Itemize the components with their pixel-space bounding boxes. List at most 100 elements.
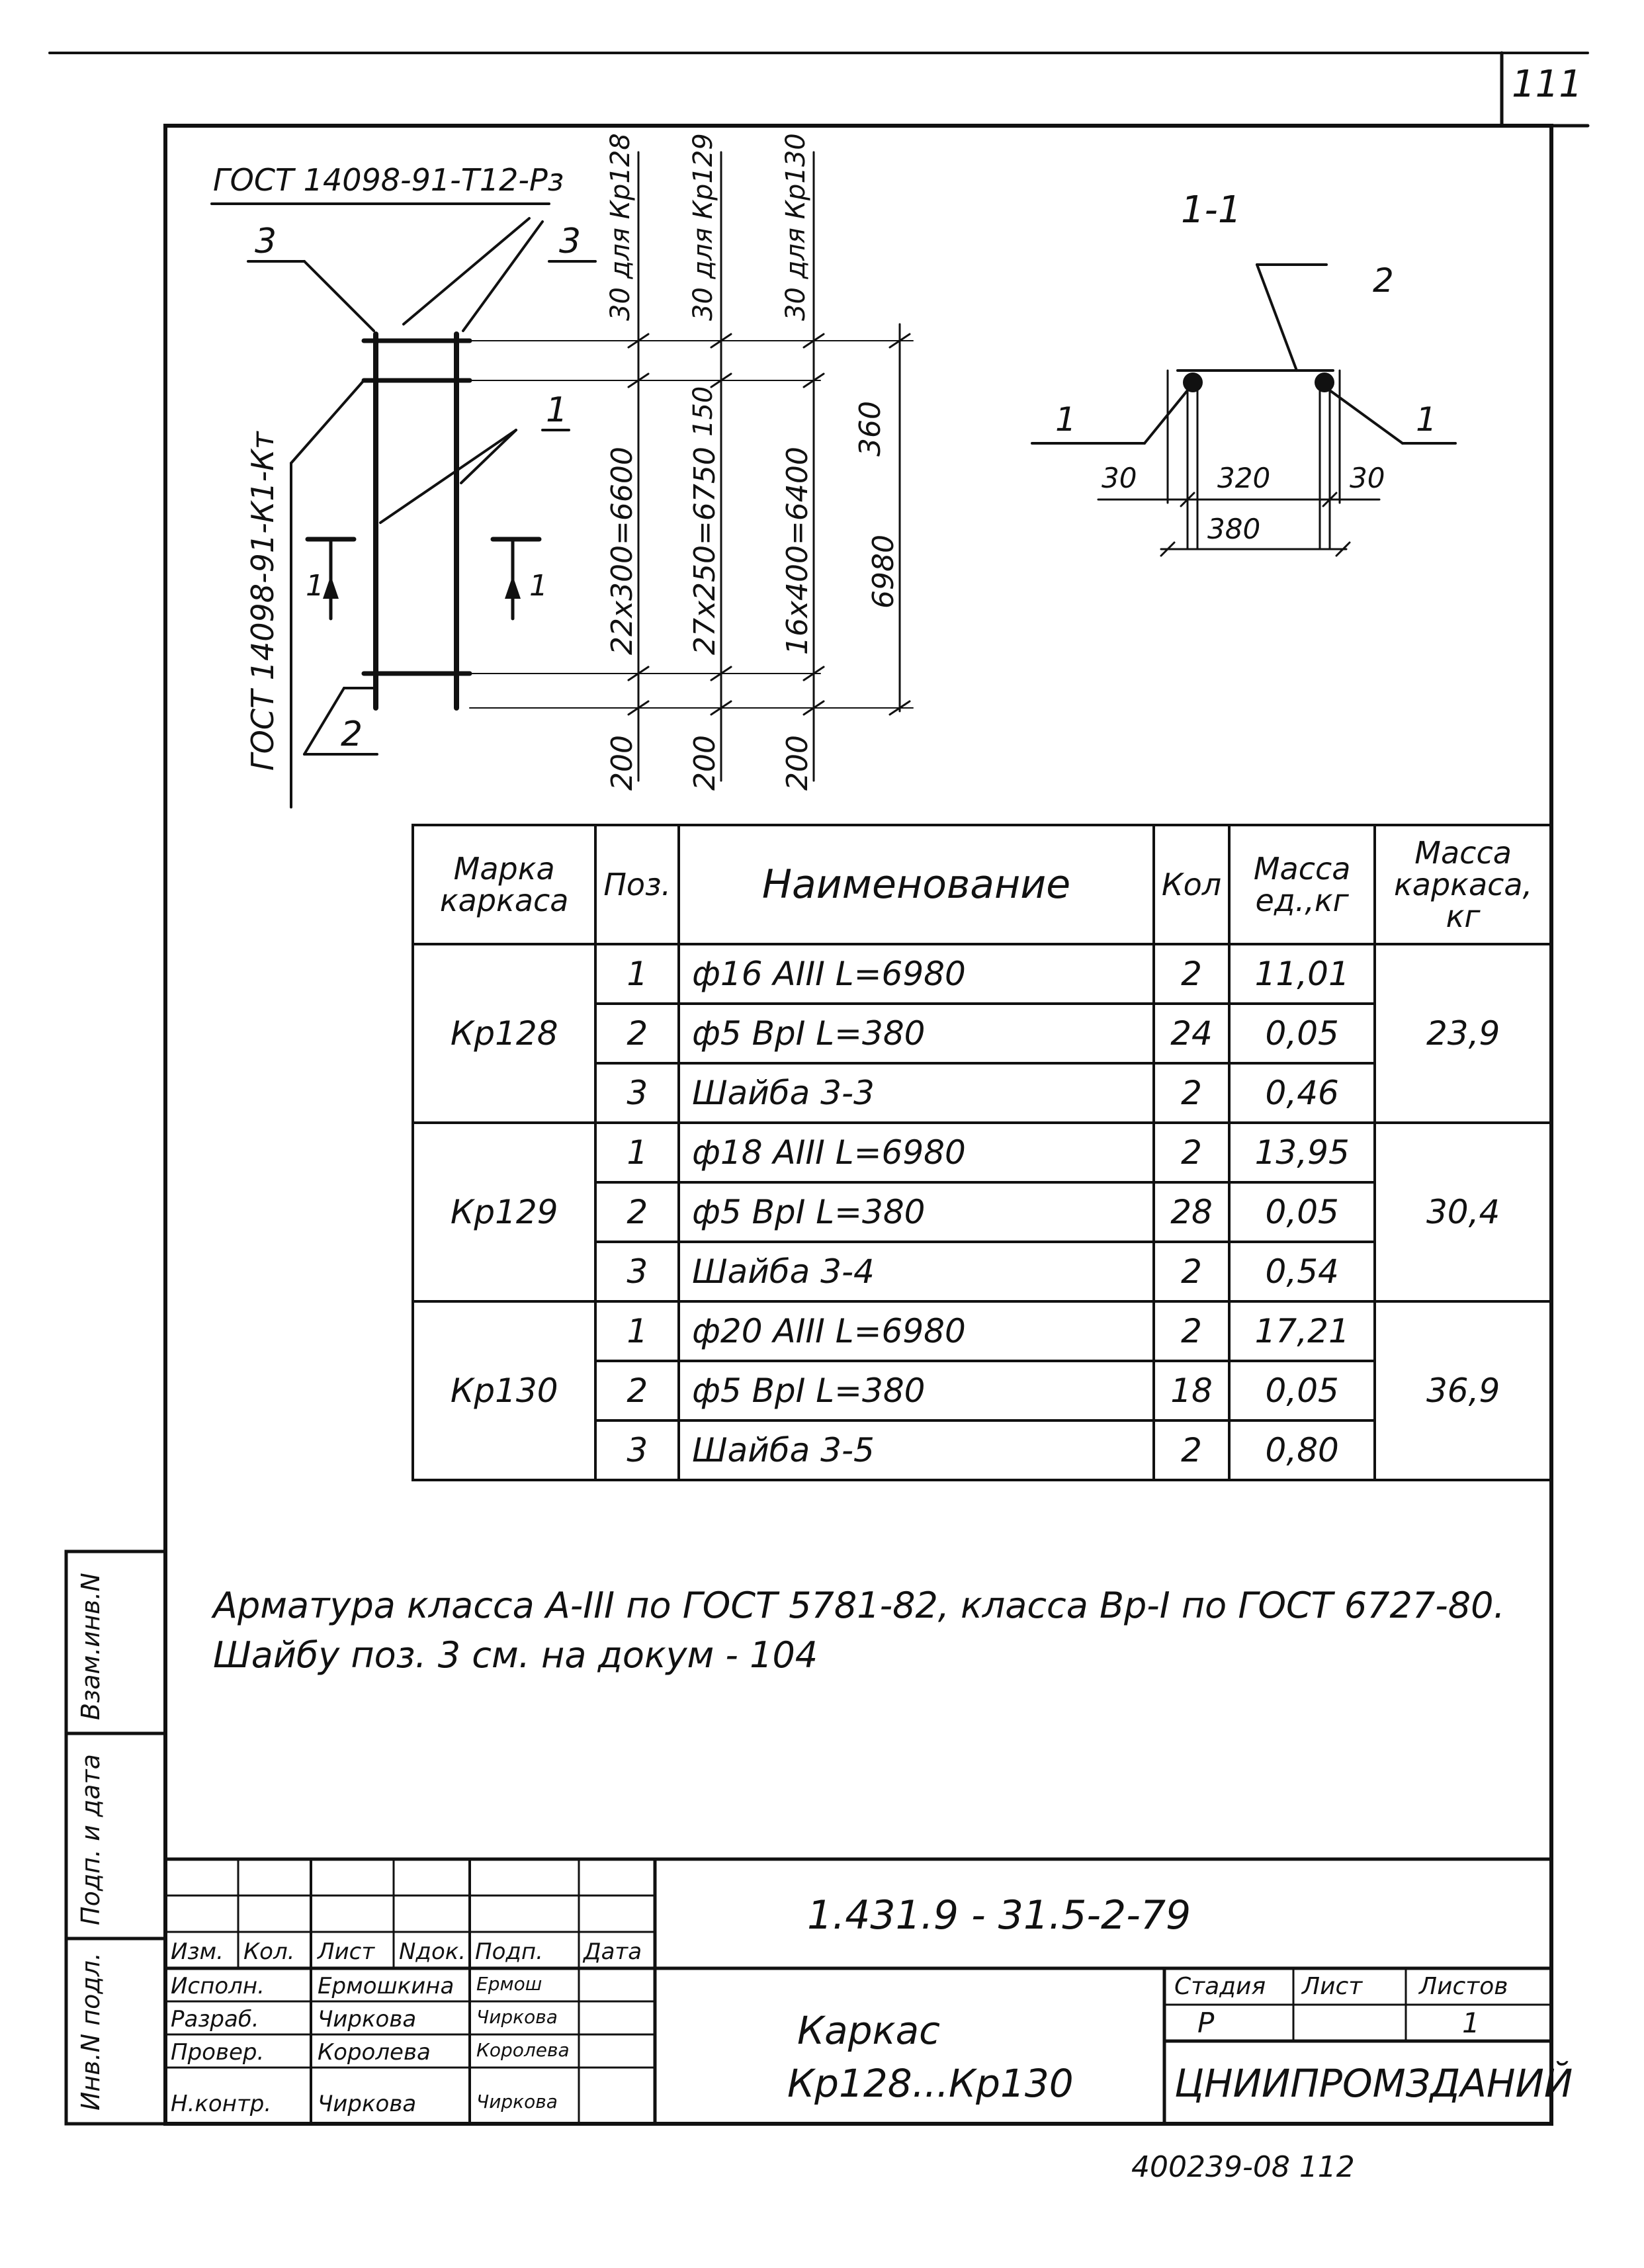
frame-mass: 36,9 (1373, 1300, 1553, 1481)
side-label-replace: Взам.инв.N (76, 1573, 105, 1720)
page-number: 111 (1512, 63, 1582, 106)
qty-cell: 2 (1152, 943, 1231, 1005)
organization: ЦНИИПРОМЗДАНИЙ (1174, 2061, 1573, 2106)
sign-nkontr: Чиркова (476, 2091, 558, 2113)
name-prover: Королева (318, 2039, 431, 2066)
header-frame-mass: Масса каркаса, кг (1373, 824, 1553, 945)
role-ispoln: Исполн. (171, 1973, 265, 1999)
dim-150: 150 (688, 386, 718, 437)
header-qty: Кол (1152, 824, 1231, 945)
table-row: 2 ф5 ВрI L=380 24 0,05 (413, 1002, 1551, 1065)
frame-mass: 30,4 (1373, 1121, 1553, 1303)
pos-cell: 3 (594, 1419, 681, 1481)
col-header-podp: Подп. (475, 1939, 543, 1965)
name-cell: ф5 ВрI L=380 (677, 1360, 1155, 1422)
pos-cell: 1 (594, 1300, 681, 1362)
side-label-sign: Подп. и дата (76, 1754, 105, 1925)
name-cell: Шайба 3-5 (677, 1419, 1155, 1481)
frame-mark: Кр129 (411, 1121, 597, 1303)
name-nkontr: Чиркова (318, 2091, 417, 2117)
dim-30-kr129: 30 для Кр129 (688, 133, 718, 321)
pos-cell: 1 (594, 1121, 681, 1184)
mass-cell: 0,05 (1228, 1002, 1377, 1065)
section-callout-1-left: 1 (1055, 400, 1076, 439)
sec-dim-380: 380 (1207, 513, 1261, 545)
qty-cell: 18 (1152, 1360, 1231, 1422)
name-razrab: Чиркова (318, 2006, 417, 2032)
frame-mark: Кр128 (411, 943, 597, 1124)
col-header-kol: Кол. (243, 1939, 295, 1965)
name-cell: Шайба 3-3 (677, 1062, 1155, 1124)
mass-cell: 0,05 (1228, 1360, 1377, 1422)
mass-cell: 13,95 (1228, 1121, 1377, 1184)
dim-27x250: 27х250=6750 (688, 447, 722, 655)
mass-cell: 0,54 (1228, 1241, 1377, 1303)
sign-ispoln: Ермош (476, 1973, 542, 1995)
note-line-1: Арматура класса А-III по ГОСТ 5781-82, к… (213, 1585, 1505, 1626)
table-row: Кр130 1 ф20 АIII L=6980 2 17,21 36,9 (411, 1300, 1553, 1481)
section-callout-1-right: 1 (1416, 400, 1437, 439)
spec-header-row: Марка каркаса Поз. Наименование Кол Масс… (411, 824, 1553, 945)
callout-3-left: 3 (255, 222, 277, 261)
header-mark: Марка каркаса (411, 824, 597, 945)
section-callout-2: 2 (1373, 261, 1394, 300)
pos-cell: 3 (594, 1062, 681, 1124)
col-header-data: Дата (584, 1939, 642, 1965)
table-row: 3 Шайба 3-3 2 0,46 (413, 1062, 1551, 1124)
pos-cell: 2 (594, 1002, 681, 1065)
qty-cell: 2 (1152, 1121, 1231, 1184)
pos-cell: 2 (594, 1181, 681, 1243)
dim-30-kr130: 30 для Кр130 (781, 133, 811, 321)
name-ispoln: Ермошкина (318, 1973, 454, 1999)
gost-label-side: ГОСТ 14098-91-К1-Кт (245, 431, 281, 771)
sign-prover: Королева (476, 2039, 570, 2061)
table-row: 2 ф5 ВрI L=380 28 0,05 (413, 1181, 1551, 1243)
mass-cell: 0,80 (1228, 1419, 1377, 1481)
name-cell: ф5 ВрI L=380 (677, 1181, 1155, 1243)
col-header-izm: Изм. (171, 1939, 224, 1965)
stage-label: Стадия (1174, 1973, 1266, 2000)
qty-cell: 2 (1152, 1419, 1231, 1481)
stage-value: Р (1197, 2007, 1215, 2039)
sec-dim-30-left: 30 (1102, 462, 1137, 494)
dim-200-2: 200 (688, 735, 722, 791)
header-pos: Поз. (594, 824, 681, 945)
qty-cell: 28 (1152, 1181, 1231, 1243)
note-line-2: Шайбу поз. 3 см. на докум - 104 (213, 1634, 818, 1676)
qty-cell: 2 (1152, 1241, 1231, 1303)
mass-cell: 0,05 (1228, 1181, 1377, 1243)
col-header-list: Лист (318, 1939, 375, 1965)
doc-code: 1.431.9 - 31.5-2-79 (807, 1892, 1191, 1939)
spec-table: Марка каркаса Поз. Наименование Кол Масс… (411, 824, 1553, 1481)
dim-200-3: 200 (781, 735, 814, 791)
pos-cell: 1 (594, 943, 681, 1005)
mass-cell: 11,01 (1228, 943, 1377, 1005)
callout-2: 2 (341, 715, 363, 754)
role-razrab: Разраб. (171, 2006, 259, 2032)
dim-6980: 6980 (867, 535, 900, 609)
callout-1: 1 (546, 390, 568, 430)
section-title: 1-1 (1181, 189, 1242, 232)
side-label-inv: Инв.N подл. (76, 1952, 105, 2111)
name-cell: ф18 АIII L=6980 (677, 1121, 1155, 1184)
sheet-label: Лист (1302, 1973, 1363, 2000)
table-row: Кр129 1 ф18 АIII L=6980 2 13,95 30,4 (411, 1121, 1553, 1303)
qty-cell: 2 (1152, 1300, 1231, 1362)
qty-cell: 2 (1152, 1062, 1231, 1124)
section-mark-left: 1 (306, 569, 324, 603)
mass-cell: 17,21 (1228, 1300, 1377, 1362)
mass-cell: 0,46 (1228, 1062, 1377, 1124)
col-header-ndok: Nдок. (399, 1939, 466, 1965)
header-unit-mass: Масса ед.,кг (1228, 824, 1377, 945)
sec-dim-320: 320 (1217, 462, 1271, 494)
bottom-stamp: 400239-08 112 (1131, 2150, 1355, 2184)
dim-16x400: 16х400=6400 (781, 447, 814, 655)
sheets-value: 1 (1462, 2007, 1480, 2039)
table-row: 3 Шайба 3-5 2 0,80 (413, 1419, 1551, 1481)
qty-cell: 24 (1152, 1002, 1231, 1065)
table-row: Кр128 1 ф16 АIII L=6980 2 11,01 23,9 (411, 943, 1553, 1124)
name-cell: ф16 АIII L=6980 (677, 943, 1155, 1005)
table-row: 3 Шайба 3-4 2 0,54 (413, 1241, 1551, 1303)
pos-cell: 2 (594, 1360, 681, 1422)
role-prover: Провер. (171, 2039, 265, 2066)
